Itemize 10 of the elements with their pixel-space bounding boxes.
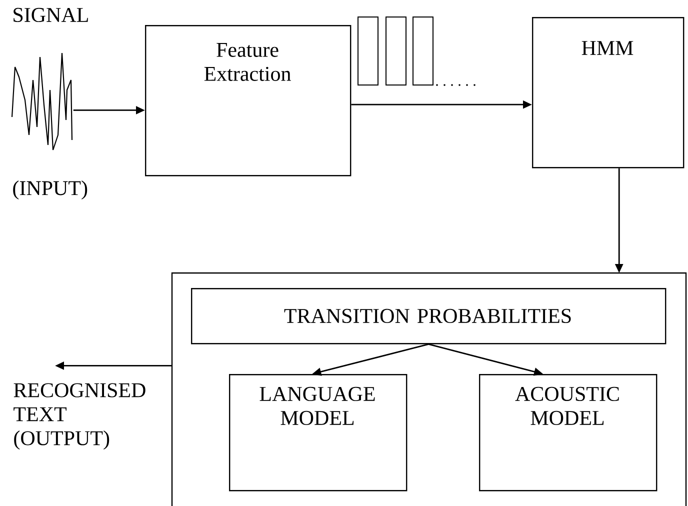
process-box: HMM xyxy=(532,17,684,168)
container-box xyxy=(171,272,687,506)
signal-waveform-drawing xyxy=(11,52,73,151)
signal-label: (INPUT) xyxy=(13,180,88,200)
process-box: TRANSITION PROBABILITIES xyxy=(191,288,666,344)
output-label: RECOGNISED TEXT (OUTPUT) xyxy=(14,383,146,450)
signal-label: SIGNAL xyxy=(14,8,88,22)
process-box: Feature Extraction xyxy=(145,25,352,176)
process-box: LANGUAGE MODEL xyxy=(229,374,408,492)
process-box: ACOUSTIC MODEL xyxy=(479,374,658,492)
